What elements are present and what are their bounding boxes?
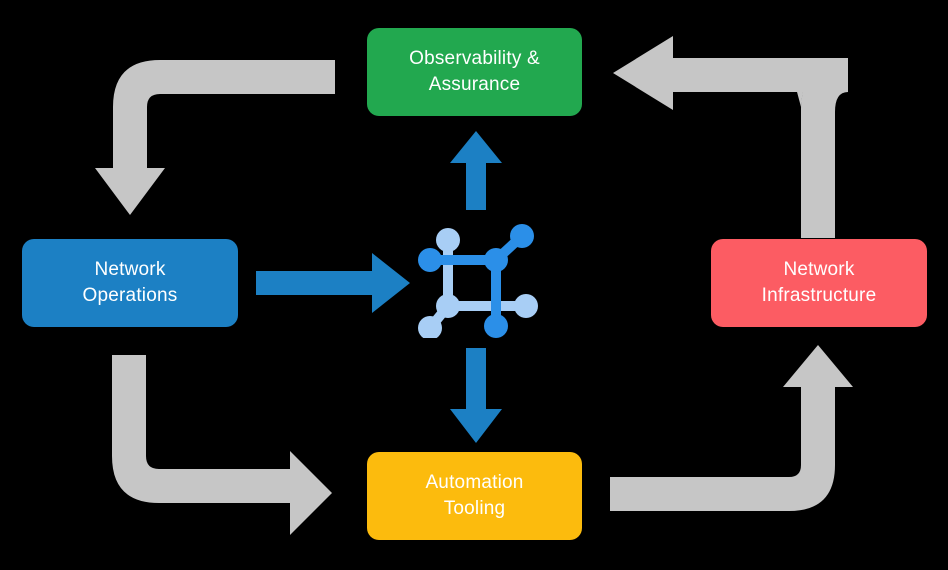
arrow-center-to-observability bbox=[450, 131, 502, 210]
arrow-operations-to-center bbox=[256, 253, 410, 313]
arrow-automation-to-infrastructure bbox=[610, 345, 853, 511]
arrow-observability-to-operations bbox=[95, 60, 335, 215]
node-automation-tooling[interactable]: Automation Tooling bbox=[367, 452, 582, 540]
node-label: Network Operations bbox=[82, 259, 178, 306]
arrow-center-to-automation bbox=[450, 348, 502, 443]
node-label: Observability & Assurance bbox=[409, 48, 540, 95]
node-observability-assurance[interactable]: Observability & Assurance bbox=[367, 28, 582, 116]
arrow-infrastructure-to-observability bbox=[613, 36, 854, 238]
node-network-infrastructure[interactable]: Network Infrastructure bbox=[711, 239, 927, 327]
arrow-operations-to-automation bbox=[112, 355, 332, 535]
topology-light-nodes bbox=[418, 228, 538, 338]
node-label: Network Infrastructure bbox=[761, 259, 877, 306]
node-network-operations[interactable]: Network Operations bbox=[22, 239, 238, 327]
topology-dark-nodes bbox=[418, 224, 534, 338]
network-topology-icon bbox=[418, 224, 538, 338]
node-label: Automation Tooling bbox=[425, 472, 524, 519]
